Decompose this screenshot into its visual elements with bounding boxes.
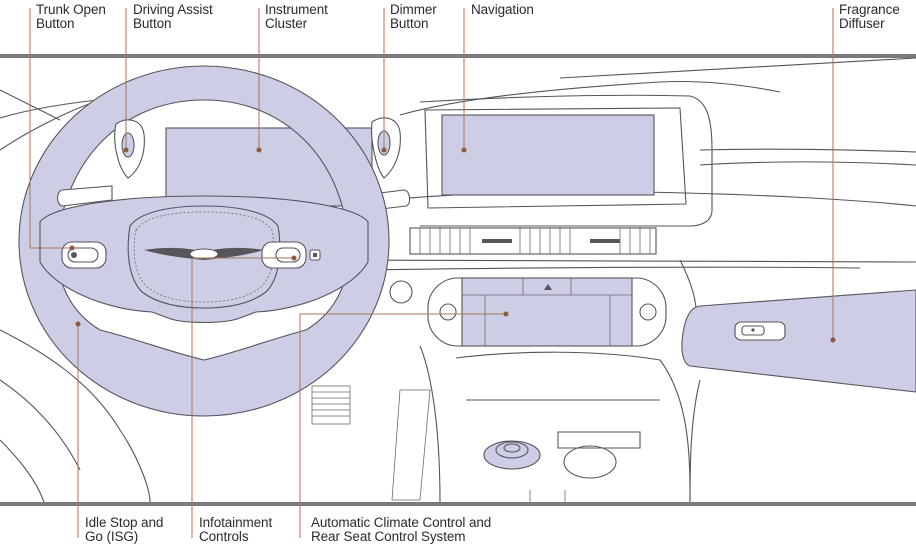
dimmer-button-pod: [371, 117, 401, 179]
navigation-display: [419, 94, 713, 227]
center-air-vents: [409, 227, 657, 255]
lower-console: [311, 345, 701, 503]
navigation-label: Navigation: [471, 2, 534, 17]
top-band: [0, 54, 916, 58]
passenger-dash: [679, 259, 916, 393]
dash-lines: [0, 57, 916, 271]
left-door-lines: [0, 329, 151, 503]
climate-control-panel: [427, 277, 667, 347]
bottom-band: [0, 502, 916, 506]
callout-leaders: [29, 8, 836, 538]
steering-wheel: [18, 65, 390, 417]
start-button-icon: [389, 280, 413, 304]
